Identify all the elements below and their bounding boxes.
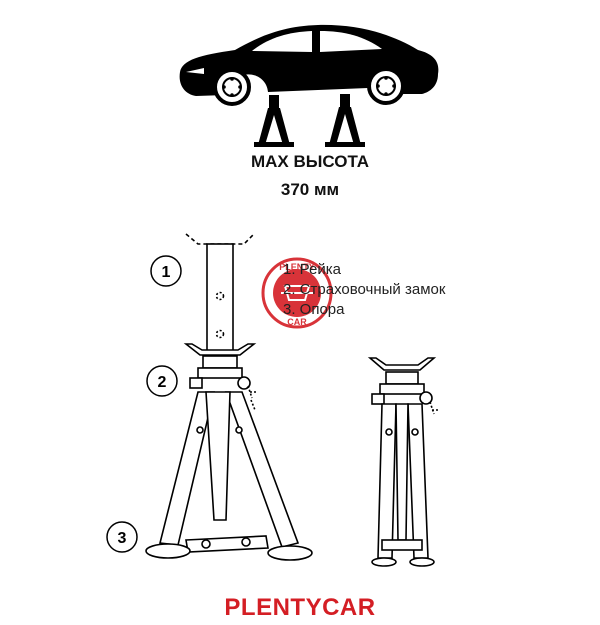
max-height-title: MAX ВЫСОТА (250, 152, 370, 171)
car-icon (179, 24, 439, 106)
max-height-value: 370 мм (280, 180, 340, 199)
watermark-bottom-text: CAR (287, 317, 307, 327)
brand-label: PLENTYCAR (224, 594, 376, 621)
main-jack-stand (145, 233, 313, 561)
legend-item-safety-lock: 2. Страховочный замок (283, 281, 446, 298)
callout-1: 1 (150, 255, 182, 287)
callout-3-label: 3 (118, 530, 127, 547)
callout-3: 3 (106, 521, 138, 553)
folded-jack-stand (367, 357, 438, 567)
parts-legend: 1. Рейка 2. Страховочный замок 3. Опора (283, 260, 445, 320)
callout-2-label: 2 (158, 374, 167, 391)
car-wheel-front (213, 68, 251, 106)
car-wheel-rear (367, 67, 405, 105)
jack-stand-icon (325, 94, 365, 147)
watermark-top-text: PLENTY (279, 262, 315, 272)
legend-item-support: 3. Опора (283, 301, 345, 318)
jack-stand-icon (254, 95, 294, 147)
watermark-logo: PLENTY CAR (261, 257, 333, 329)
legend-item-rack: 1. Рейка (283, 261, 341, 278)
callout-1-label: 1 (162, 264, 171, 281)
callout-2: 2 (146, 365, 178, 397)
